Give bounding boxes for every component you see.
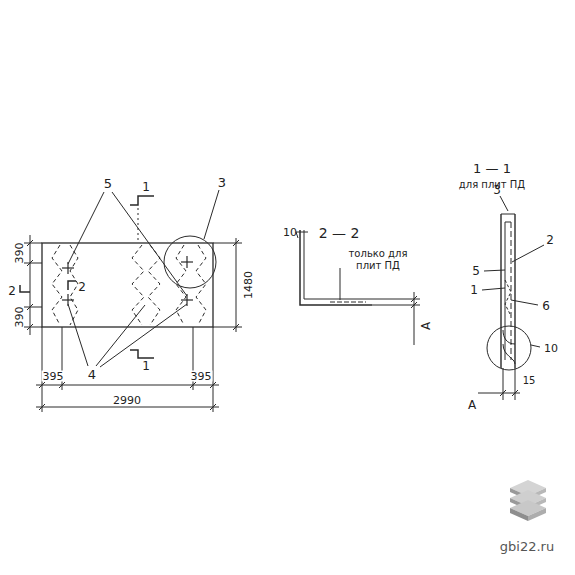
dimension-text: 390 (14, 307, 25, 328)
callout-number: 10 (283, 227, 297, 238)
dimension-text: 390 (14, 243, 25, 264)
callout-number: 5 (104, 177, 112, 190)
dimension-text: 15 (523, 376, 536, 386)
callout-number: 4 (88, 368, 96, 381)
section-mark: 2 (78, 281, 86, 293)
section-title: 2 — 2 (319, 226, 360, 240)
callout-number: 5 (472, 265, 480, 277)
dimension-text: 395 (42, 371, 65, 382)
dimension-text: 2990 (112, 395, 142, 406)
callout-number: 1 (470, 284, 478, 296)
callout-number: 6 (542, 300, 550, 312)
dimension-text: 1480 (243, 271, 254, 299)
section-mark: 1 (142, 360, 150, 372)
callout-number: 3 (218, 176, 226, 189)
dimension-text: 395 (190, 371, 213, 382)
section-title: 1 — 1 (473, 162, 511, 175)
watermark: gbi22.ru (500, 540, 554, 553)
section-mark: 1 (142, 181, 150, 193)
dimension-text: А (420, 322, 432, 330)
section-note: только для плит ПД (342, 248, 414, 271)
dimension-text: А (468, 399, 476, 411)
section-note: для плит ПД (459, 180, 525, 190)
section-mark: 2 (8, 285, 16, 297)
callout-number: 3 (493, 184, 501, 196)
callout-number: 2 (546, 234, 554, 246)
callout-number: 10 (544, 343, 558, 354)
